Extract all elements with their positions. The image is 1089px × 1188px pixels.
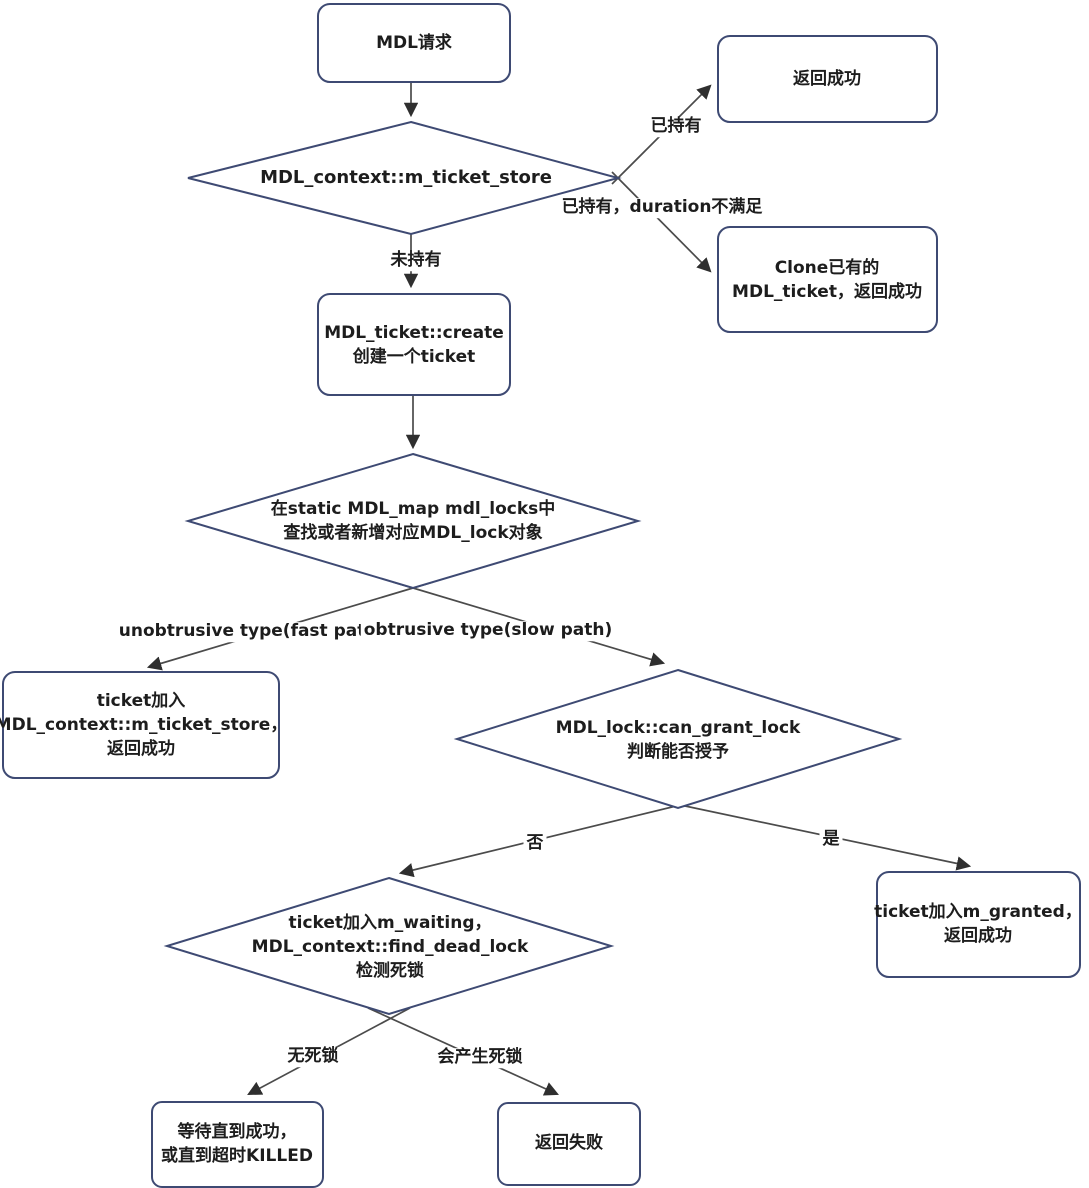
edge-label-not-held: 未持有 <box>387 251 445 271</box>
node-fast-path-store-box <box>2 671 280 779</box>
decision-deadlock-label: ticket加入m_waiting， MDL_context::find_dea… <box>251 912 529 982</box>
decision-deadlock-diamond <box>163 876 615 1016</box>
node-mdl-request-label: MDL请求 <box>376 32 452 53</box>
node-return-success-box <box>717 35 938 123</box>
edge-no-to-waitcheck <box>398 798 706 878</box>
edge-label-unobtrusive: unobtrusive type(fast path) <box>115 622 389 642</box>
node-mdl-request-box <box>317 3 511 83</box>
node-wait-until-box <box>151 1101 324 1188</box>
edge-label-yes: 是 <box>819 830 843 850</box>
node-return-fail-box <box>497 1102 641 1186</box>
edge-label-no-deadlock: 无死锁 <box>284 1047 342 1067</box>
edge-label-no: 否 <box>523 834 547 854</box>
node-clone-ticket-box <box>717 226 938 333</box>
node-granted-box <box>876 871 1081 978</box>
decision-ticket-store-diamond <box>187 120 622 236</box>
node-wait-until-label: 等待直到成功， 或直到超时KILLED <box>161 1121 313 1166</box>
decision-mdl-map-label: 在static MDL_map mdl_locks中 查找或者新增对应MDL_l… <box>270 498 556 543</box>
node-ticket-create-label: MDL_ticket::create 创建一个ticket <box>324 322 504 367</box>
node-return-fail-label: 返回失败 <box>535 1132 603 1153</box>
node-ticket-create-box <box>317 293 511 396</box>
edge-label-deadlock: 会产生死锁 <box>434 1048 526 1068</box>
node-return-success-label: 返回成功 <box>793 68 861 89</box>
node-fast-path-store-label: ticket加入 MDL_context::m_ticket_store， 返回… <box>0 690 288 760</box>
node-clone-ticket-label: Clone已有的 MDL_ticket，返回成功 <box>732 257 922 302</box>
decision-ticket-store-label: MDL_context::m_ticket_store <box>260 167 552 189</box>
edge-duration-to-clone <box>611 171 712 273</box>
edge-label-held-duration: 已持有，duration不满足 <box>558 198 766 218</box>
decision-can-grant-label: MDL_lock::can_grant_lock 判断能否授予 <box>555 717 801 762</box>
edge-label-obtrusive: obtrusive type(slow path) <box>360 621 616 641</box>
node-granted-label: ticket加入m_granted， 返回成功 <box>874 901 1082 946</box>
edge-label-held: 已持有 <box>647 117 705 137</box>
edge-yes-to-granted <box>651 798 972 871</box>
decision-can-grant-diamond <box>453 668 903 810</box>
decision-mdl-map-diamond <box>184 452 642 590</box>
